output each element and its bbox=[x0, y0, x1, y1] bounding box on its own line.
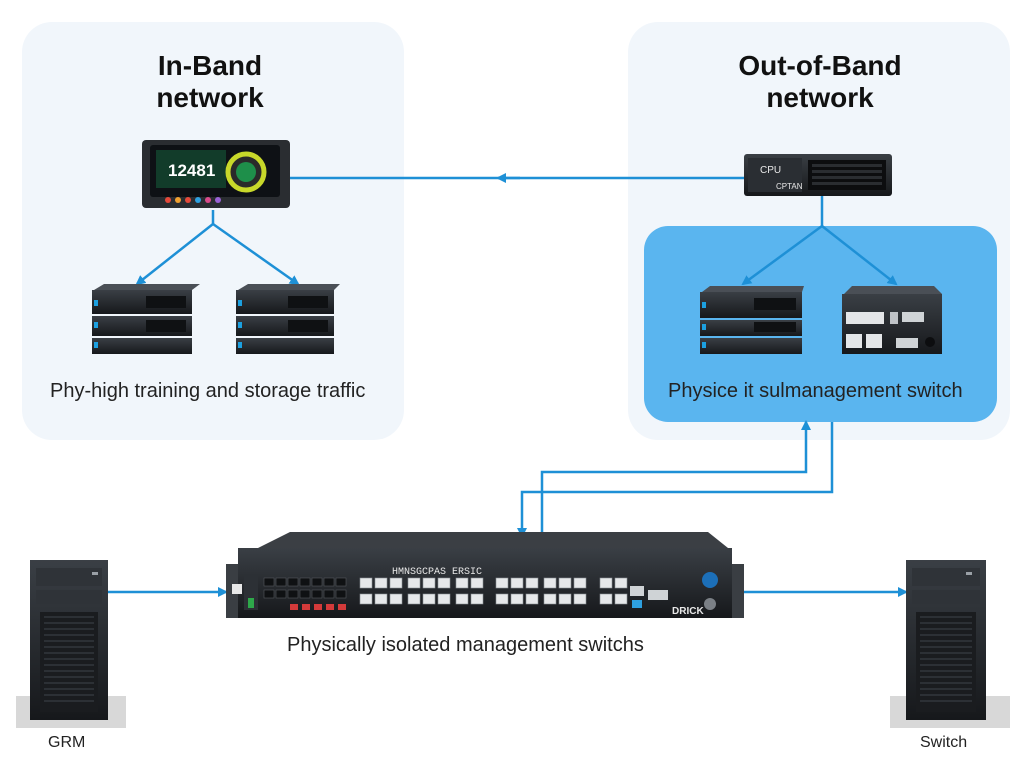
right-tower-server bbox=[890, 560, 1010, 728]
oob-title: Out-of-Band network bbox=[700, 50, 940, 114]
switch-ethernet-ports bbox=[359, 577, 628, 605]
arrow-inband-right bbox=[212, 222, 300, 286]
monitor-status-dots bbox=[165, 197, 221, 203]
oob-appliance-label-2: CPTAN bbox=[776, 182, 803, 191]
switch-top-text: HMNSGCPAS ERSIC bbox=[392, 567, 482, 578]
inband-server-left bbox=[92, 284, 200, 354]
left-tower-server bbox=[16, 560, 126, 728]
management-switch-caption: Physically isolated management switchs bbox=[287, 634, 644, 656]
connection-lines bbox=[108, 173, 908, 597]
oob-server-stack bbox=[700, 286, 804, 354]
inband-title-line2: network bbox=[156, 82, 264, 113]
oob-caption: Physice it sulmanagement switch bbox=[668, 380, 963, 402]
right-server-label: Switch bbox=[920, 734, 968, 751]
inband-server-right bbox=[236, 284, 340, 354]
left-server-label: GRM bbox=[48, 734, 86, 751]
inband-title-line1: In-Band bbox=[157, 50, 263, 81]
inband-title: In-Band network bbox=[120, 50, 300, 114]
arrow-oob-left bbox=[741, 224, 823, 286]
inband-caption: Phy-high training and storage traffic bbox=[50, 380, 366, 402]
inband-controller-device: 12481 bbox=[142, 140, 290, 208]
management-switch-device: HMNSGCPAS ERSIC bbox=[226, 532, 744, 618]
oob-appliance-device: CPU CPTAN bbox=[744, 154, 892, 196]
oob-network-appliance bbox=[842, 286, 942, 354]
arrow-oob-right bbox=[821, 225, 898, 286]
switch-red-leds bbox=[290, 604, 346, 610]
arrow-oob-to-switch bbox=[517, 422, 834, 538]
inband-panel bbox=[22, 22, 404, 440]
oob-appliance-label: CPU bbox=[760, 165, 781, 176]
switch-brand-text: DRICK bbox=[672, 606, 704, 617]
monitor-readout: 12481 bbox=[168, 161, 215, 180]
arrow-switch-to-oob bbox=[540, 420, 811, 548]
arrow-inband-left bbox=[135, 223, 214, 286]
oob-title-line1: Out-of-Band bbox=[738, 50, 902, 81]
switch-dark-ports bbox=[263, 577, 347, 599]
oob-title-line2: network bbox=[766, 82, 874, 113]
